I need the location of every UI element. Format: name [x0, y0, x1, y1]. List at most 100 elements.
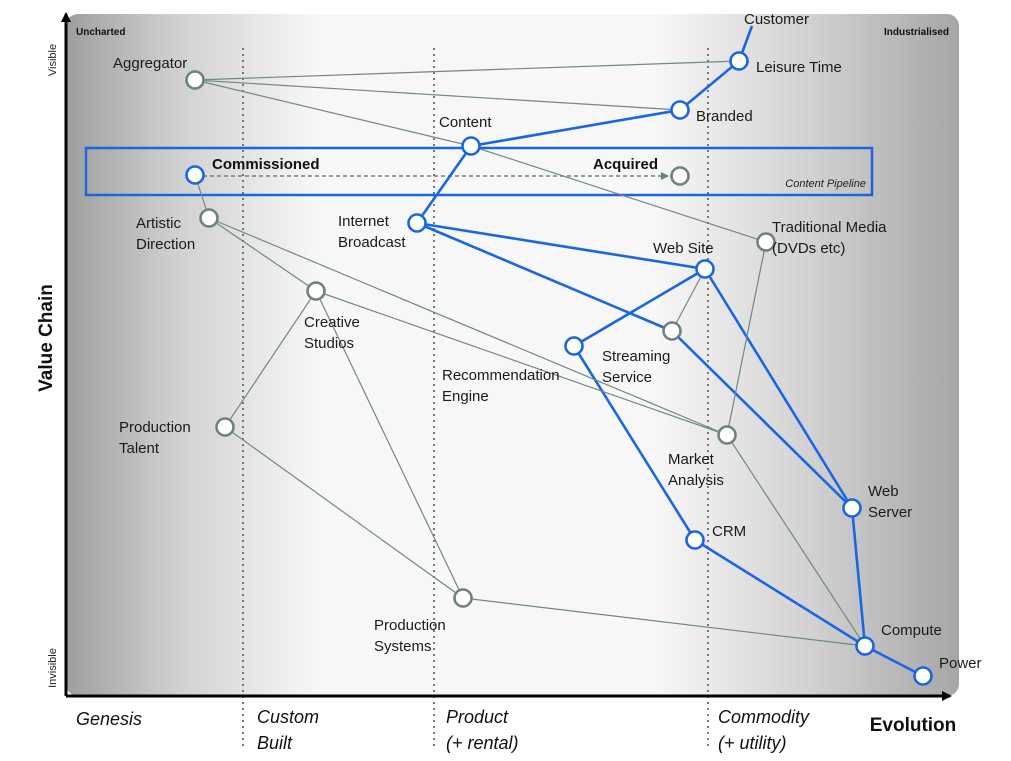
links-layer [194, 25, 924, 678]
y-axis-title: Value Chain [36, 284, 57, 392]
component-branded-node[interactable] [670, 100, 690, 120]
component-aggregator-node[interactable] [185, 70, 205, 90]
link-branded-content[interactable] [470, 108, 681, 148]
component-creative-node[interactable] [306, 281, 326, 301]
component-recommendation-node[interactable] [564, 336, 584, 356]
component-branded[interactable]: Branded [670, 100, 753, 126]
stage-product-line1: Product [446, 707, 509, 727]
component-commissioned-node[interactable] [185, 165, 205, 185]
component-leisure[interactable]: Leisure Time [729, 51, 842, 77]
stage-genesis: Genesis [76, 709, 142, 729]
component-crm[interactable]: CRM [685, 523, 747, 550]
component-talent-label-line: Talent [119, 440, 160, 457]
link-artistic-creative[interactable] [208, 217, 317, 292]
component-content-node[interactable] [461, 136, 481, 156]
component-market-node[interactable] [717, 425, 737, 445]
component-traditional-node[interactable] [756, 232, 776, 252]
component-internet-node[interactable] [407, 213, 427, 233]
map-background [66, 14, 959, 696]
component-artistic-node[interactable] [199, 208, 219, 228]
stage-commodity: Commodity(+ utility) [718, 707, 810, 753]
component-compute[interactable]: Compute [855, 622, 942, 656]
link-internet-website[interactable] [416, 221, 706, 271]
component-customer-label: Customer [744, 11, 809, 28]
component-content[interactable]: Content [439, 114, 492, 156]
link-streaming-webserver[interactable] [671, 330, 853, 509]
link-aggregator-content[interactable] [194, 79, 472, 147]
component-power[interactable]: Power [913, 655, 982, 686]
link-artistic-market[interactable] [208, 217, 728, 436]
stage-commodity-line2: (+ utility) [718, 733, 787, 753]
component-streaming-node[interactable] [662, 321, 682, 341]
stage-product-line2: (+ rental) [446, 733, 519, 753]
component-website-node[interactable] [695, 259, 715, 279]
corner-uncharted: Uncharted [76, 27, 125, 38]
component-aggregator[interactable]: Aggregator [113, 55, 205, 90]
link-creative-talent[interactable] [224, 290, 317, 428]
stage-custom-built-line1: Custom [257, 707, 319, 727]
y-axis-visible-label: Visible [47, 44, 59, 76]
link-creative-prodsys[interactable] [315, 290, 464, 599]
component-power-label-line: Power [939, 655, 982, 672]
component-power-label: Power [939, 655, 982, 672]
component-branded-label: Branded [696, 108, 753, 125]
link-aggregator-branded[interactable] [194, 79, 681, 111]
link-talent-prodsys[interactable] [224, 426, 464, 599]
component-prodsys-label-line: Production [374, 617, 446, 634]
component-customer[interactable]: Customer [744, 11, 809, 28]
component-power-node[interactable] [913, 666, 933, 686]
component-market-label-line: Analysis [668, 472, 724, 489]
component-prodsys-node[interactable] [453, 588, 473, 608]
link-leisure-branded[interactable] [679, 59, 740, 112]
link-website-webserver[interactable] [703, 268, 854, 509]
component-commissioned[interactable] [185, 165, 205, 185]
component-leisure-node[interactable] [729, 51, 749, 71]
component-website-label: Web Site [653, 240, 714, 257]
link-prodsys-compute[interactable] [462, 597, 866, 647]
link-website-recommendation[interactable] [573, 267, 706, 348]
component-aggregator-label: Aggregator [113, 55, 187, 72]
component-compute-node[interactable] [855, 636, 875, 656]
link-content-traditional[interactable] [470, 145, 767, 243]
component-acquired[interactable] [670, 166, 690, 186]
component-crm-node[interactable] [685, 530, 705, 550]
component-website-label-line: Web Site [653, 240, 714, 257]
component-branded-label-line: Branded [696, 108, 753, 125]
link-creative-market[interactable] [315, 290, 728, 436]
link-aggregator-leisure[interactable] [194, 60, 740, 81]
link-website-streaming[interactable] [671, 268, 706, 332]
component-talent-node[interactable] [215, 417, 235, 437]
component-webserver-node[interactable] [842, 498, 862, 518]
component-traditional[interactable]: Traditional Media(DVDs etc) [756, 219, 888, 257]
link-content-internet[interactable] [415, 145, 473, 224]
link-webserver-compute[interactable] [850, 507, 867, 647]
link-market-compute[interactable] [726, 434, 866, 647]
link-crm-compute[interactable] [694, 538, 866, 648]
link-traditional-market[interactable] [726, 241, 767, 436]
component-content-label: Content [439, 114, 492, 131]
component-talent-label-line: Production [119, 419, 191, 436]
component-compute-label-line: Compute [881, 622, 942, 639]
link-compute-power[interactable] [864, 644, 924, 678]
acquired-label: Acquired [593, 156, 658, 173]
component-website[interactable]: Web Site [653, 240, 715, 279]
component-acquired-node[interactable] [670, 166, 690, 186]
link-recommendation-crm[interactable] [572, 345, 697, 541]
component-leisure-label-line: Leisure Time [756, 59, 842, 76]
